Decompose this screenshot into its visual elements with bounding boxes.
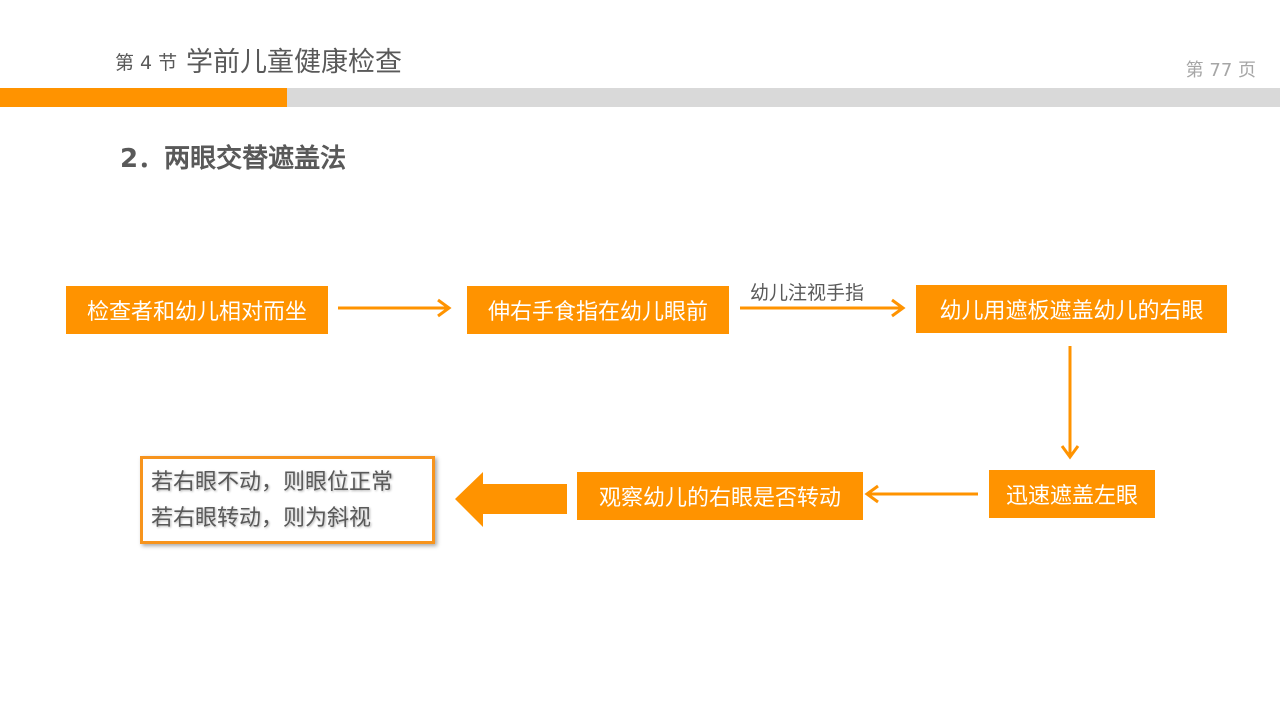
step-5-box: 观察幼儿的右眼是否转动 bbox=[577, 472, 863, 520]
arrow-label: 幼儿注视手指 bbox=[750, 282, 865, 304]
arrow-4-5 bbox=[864, 484, 978, 504]
header-divider bbox=[0, 88, 1280, 107]
step-1-box: 检查者和幼儿相对而坐 bbox=[66, 286, 328, 334]
result-box: 若右眼不动，则眼位正常 若右眼转动，则为斜视 bbox=[140, 456, 435, 544]
arrow-2-3 bbox=[740, 298, 906, 318]
chapter-title: 学前儿童健康检查 bbox=[186, 47, 402, 78]
arrow-1-2 bbox=[338, 298, 452, 318]
result-line-2: 若右眼转动，则为斜视 bbox=[151, 506, 372, 531]
arrow-3-4 bbox=[1060, 346, 1080, 460]
slide-heading: 2．两眼交替遮盖法 bbox=[120, 144, 347, 174]
step-4-box: 迅速遮盖左眼 bbox=[989, 470, 1155, 518]
step-3-box: 幼儿用遮板遮盖幼儿的右眼 bbox=[916, 285, 1227, 333]
result-line-1: 若右眼不动，则眼位正常 bbox=[151, 470, 394, 495]
block-arrow-left bbox=[455, 472, 567, 527]
page-number: 第 77 页 bbox=[1185, 60, 1256, 81]
step-2-box: 伸右手食指在幼儿眼前 bbox=[467, 286, 729, 334]
header-accent-bar bbox=[0, 88, 287, 107]
section-number: 第 4 节 bbox=[115, 52, 178, 74]
